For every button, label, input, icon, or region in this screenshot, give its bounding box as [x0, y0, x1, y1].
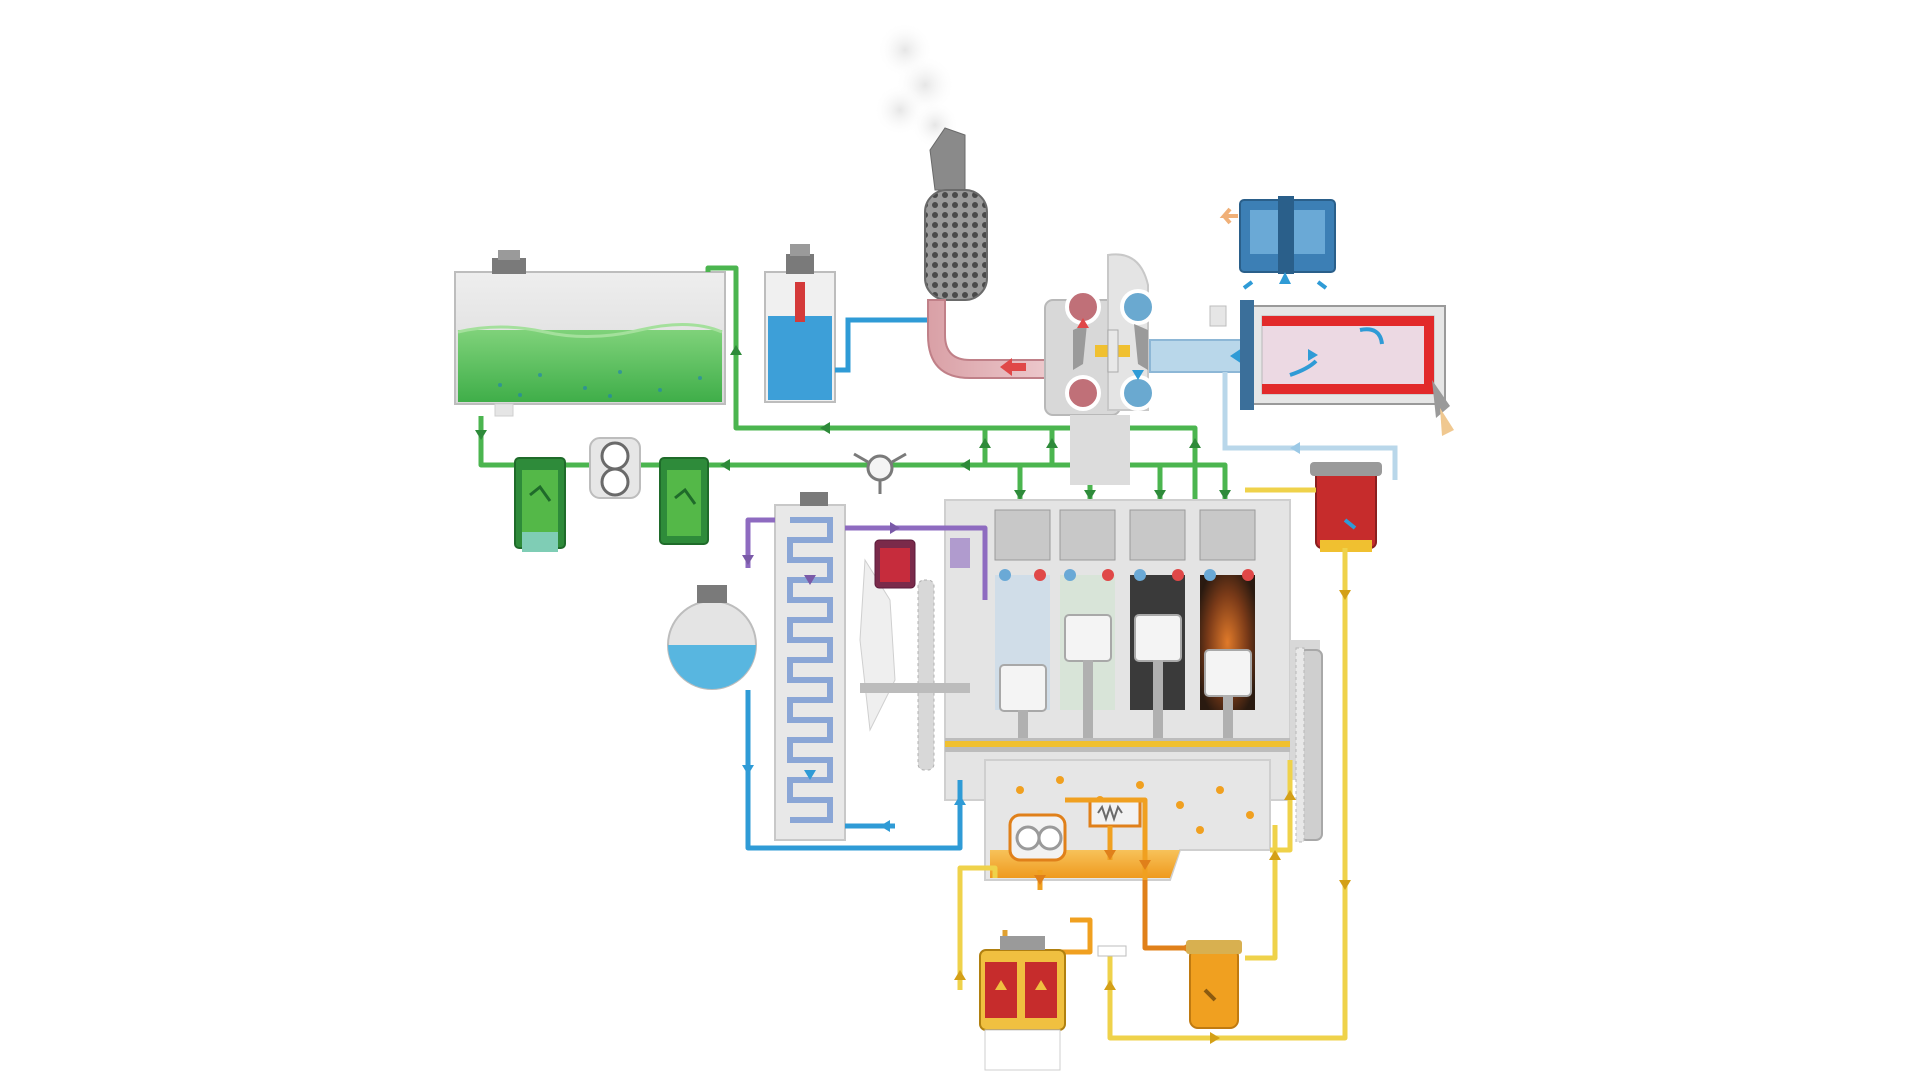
fuel-arrows — [475, 345, 1231, 500]
secondary-filter — [1310, 462, 1382, 552]
oil-arrows — [954, 590, 1351, 1044]
fuel-tank — [454, 250, 726, 417]
flywheel — [1295, 647, 1323, 843]
water-pump — [853, 452, 907, 494]
turbocharger — [1044, 253, 1156, 485]
air-filter — [1219, 196, 1336, 290]
air-return-line — [1222, 372, 1398, 480]
urea-line — [835, 317, 940, 373]
radiator — [774, 492, 846, 841]
urea-tank — [764, 244, 836, 403]
air-intake-duct — [1149, 305, 1251, 373]
thermostat — [874, 538, 970, 589]
pressure-relief-valve — [1088, 798, 1142, 828]
coolant-arrows — [742, 522, 966, 832]
exhaust-smoke — [874, 22, 959, 149]
expansion-tank — [667, 585, 757, 690]
fuel-pump — [589, 437, 641, 499]
oil-filter — [1186, 940, 1242, 1029]
charge-air-cooler — [1240, 300, 1454, 436]
oil-cooler — [979, 936, 1066, 1071]
radiator-fan — [859, 558, 970, 771]
engine-block — [944, 499, 1320, 881]
fuel-main-filter — [659, 457, 709, 545]
oil-sump-drain — [1097, 945, 1127, 957]
fuel-prefilter — [514, 457, 566, 552]
oil-pump — [1008, 813, 1067, 862]
